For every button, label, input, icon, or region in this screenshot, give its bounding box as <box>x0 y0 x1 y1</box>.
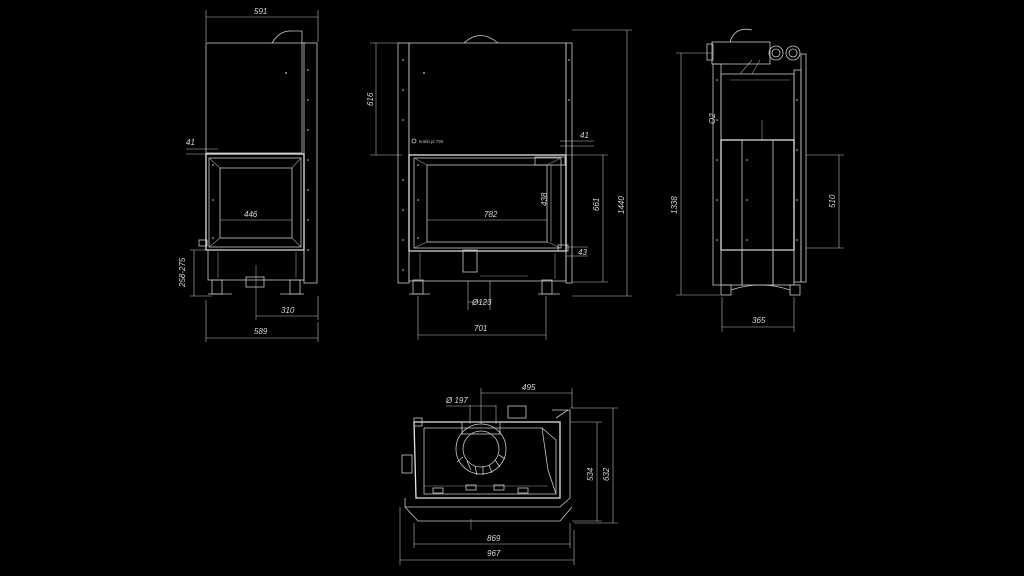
dim-365: 365 <box>752 316 766 325</box>
profile-view: O2 1338 510 <box>670 28 844 332</box>
dim-701: 701 <box>474 324 487 333</box>
dim-967: 967 <box>487 549 501 558</box>
dim-616: 616 <box>366 92 375 106</box>
o2-label: O2 <box>708 113 717 124</box>
dim-1338: 1338 <box>670 196 679 214</box>
dim-589: 589 <box>254 327 268 336</box>
dim-43: 43 <box>578 248 587 257</box>
dim-446: 446 <box>244 210 258 219</box>
brand-label: kratki.pl 790 <box>419 139 444 144</box>
dim-438: 438 <box>540 192 549 206</box>
dim-632: 632 <box>602 467 611 481</box>
dim-o197: Ø 197 <box>445 396 468 405</box>
dim-591: 591 <box>254 7 267 16</box>
front-view: kratki.pl 790 616 41 782 438 <box>366 29 632 340</box>
dim-510: 510 <box>828 194 837 208</box>
dim-41-front: 41 <box>580 131 589 140</box>
top-view: Ø 197 495 534 632 869 967 <box>399 383 618 565</box>
dim-o123: Ø123 <box>471 298 492 307</box>
dim-1440: 1440 <box>617 196 626 214</box>
dim-495: 495 <box>522 383 536 392</box>
dim-869: 869 <box>487 534 501 543</box>
dim-534: 534 <box>586 467 595 481</box>
side-view: 591 41 446 <box>178 7 319 342</box>
dim-41-side: 41 <box>186 138 195 147</box>
dim-661: 661 <box>592 198 601 211</box>
dim-310: 310 <box>281 306 295 315</box>
dim-782: 782 <box>484 210 498 219</box>
dim-258-275: 258-275 <box>178 257 187 288</box>
